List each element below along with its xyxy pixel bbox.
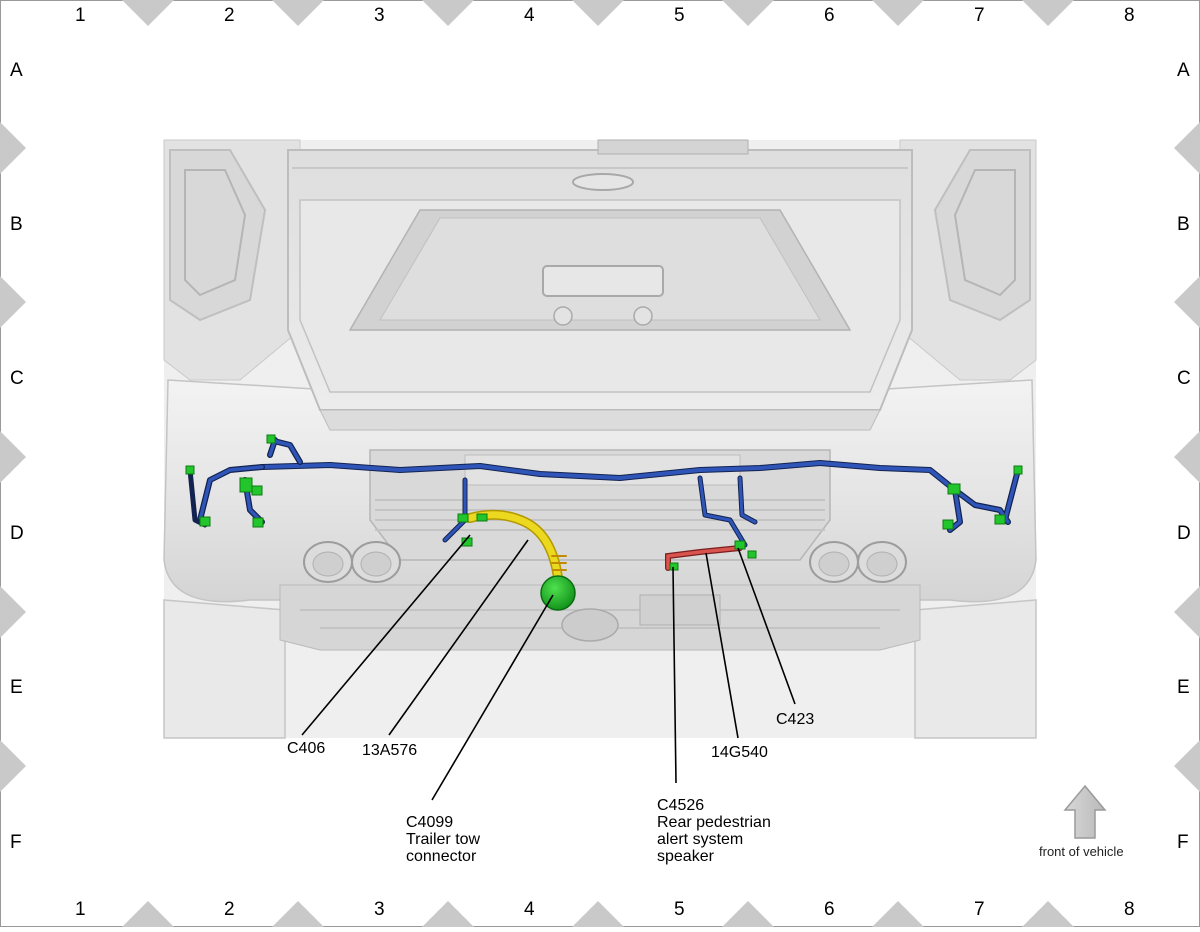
frame-triangle: [1174, 122, 1200, 174]
grid-row-label: C: [10, 368, 24, 389]
frame-triangle: [0, 431, 26, 483]
callout-line: connector: [406, 848, 477, 865]
grid-column-label: 3: [374, 5, 385, 26]
callout-c4099: C4099 Trailer tow connector: [406, 814, 480, 865]
callout-14g540: 14G540: [711, 744, 768, 761]
frame-triangle: [1174, 431, 1200, 483]
frame-triangle: [1174, 740, 1200, 792]
grid-row-label: F: [1177, 832, 1189, 853]
trailer-tow-connector-body: [540, 575, 576, 611]
frame-triangle: [0, 740, 26, 792]
grid-column-label: 2: [224, 5, 235, 26]
frame-triangle: [1174, 586, 1200, 638]
callout-c406: C406: [287, 740, 325, 757]
callout-line: 13A576: [362, 742, 418, 759]
callout-line: Trailer tow: [406, 831, 481, 848]
grid-column-label: 8: [1124, 899, 1135, 920]
grid-column-label: 6: [824, 899, 835, 920]
frame-triangle: [572, 0, 624, 26]
speaker-harness: [665, 545, 743, 571]
frame-triangle: [0, 276, 26, 328]
frame-triangle: [1174, 276, 1200, 328]
grid-column-label: 4: [524, 899, 535, 920]
callout-line: speaker: [657, 848, 714, 865]
grid-row-label: E: [10, 677, 23, 698]
frame-triangle: [272, 0, 324, 26]
frame-triangle: [722, 0, 774, 26]
frame-triangle: [0, 122, 26, 174]
trailer-tow-harness: [465, 509, 567, 583]
leader-lines: [301, 534, 796, 801]
grid-column-label: 5: [674, 5, 685, 26]
frame-triangle: [1022, 901, 1074, 927]
callout-line: alert system: [657, 831, 744, 848]
grid-row-label: F: [10, 832, 22, 853]
vehicle-illustration: [163, 139, 1037, 739]
grid-row-label: A: [10, 60, 23, 81]
frame-triangle: [122, 0, 174, 26]
grid-column-label: 1: [75, 899, 86, 920]
grid-column-label: 4: [524, 5, 535, 26]
callout-line: Rear pedestrian: [657, 814, 771, 831]
grid-row-label: E: [1177, 677, 1190, 698]
connectors: [185, 434, 1023, 571]
grid-column-label: 7: [974, 899, 985, 920]
frame-triangle: [422, 0, 474, 26]
frame-triangle: [272, 901, 324, 927]
callout-line: C4099: [406, 814, 454, 831]
callout-line: 14G540: [711, 744, 768, 761]
grid-column-label: 5: [674, 899, 685, 920]
grid-row-label: D: [1177, 523, 1191, 544]
frame-triangle: [872, 901, 924, 927]
grid-column-label: 6: [824, 5, 835, 26]
grid-row-label: C: [1177, 368, 1191, 389]
callout-13a576: 13A576: [362, 742, 417, 759]
callout-line: C423: [776, 711, 815, 728]
grid-row-label: B: [10, 214, 23, 235]
grid-column-label: 7: [974, 5, 985, 26]
grid-column-label: 8: [1124, 5, 1135, 26]
frame-triangle: [0, 586, 26, 638]
frame-triangle: [722, 901, 774, 927]
frame-triangle: [122, 901, 174, 927]
grid-row-label: D: [10, 523, 24, 544]
frame-triangle: [422, 901, 474, 927]
callout-c4526: C4526 Rear pedestrian alert system speak…: [657, 797, 771, 865]
callout-line: C4526: [657, 797, 705, 814]
front-of-vehicle-label: front of vehicle: [1039, 844, 1124, 859]
frame-triangle: [872, 0, 924, 26]
frame-triangle: [1022, 0, 1074, 26]
grid-row-label: A: [1177, 60, 1190, 81]
grid-column-label: 3: [374, 899, 385, 920]
callout-c423: C423: [776, 711, 814, 728]
grid-row-label: B: [1177, 214, 1190, 235]
frame-triangle: [572, 901, 624, 927]
callout-line: C406: [287, 740, 326, 757]
grid-column-label: 2: [224, 899, 235, 920]
up-arrow-icon: [1063, 784, 1107, 839]
grid-column-label: 1: [75, 5, 86, 26]
